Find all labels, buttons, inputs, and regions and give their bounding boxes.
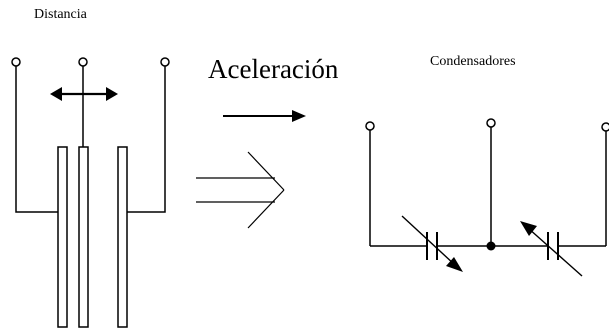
right-terminal-icon	[160, 57, 170, 67]
variable-capacitor-2-arrow-icon	[520, 221, 583, 277]
center-terminal-icon	[78, 57, 88, 67]
distance-arrow-icon	[50, 87, 118, 101]
left-terminal-icon	[11, 57, 21, 67]
variable-capacitor-1-arrow-icon	[401, 215, 463, 272]
capacitors-label: Condensadores	[430, 54, 516, 69]
equivalence-arrow-icon	[196, 151, 285, 229]
right-lead-wire	[127, 66, 166, 213]
circuit-center-terminal-icon	[486, 118, 496, 128]
fixed-plate-right	[117, 146, 128, 328]
acceleration-label: Aceleración	[208, 54, 339, 84]
distance-label: Distancia	[34, 7, 87, 22]
circuit-right-terminal-icon	[601, 122, 609, 132]
junction-dot-icon	[486, 241, 496, 251]
left-lead-wire	[15, 66, 58, 213]
moving-plate	[78, 146, 89, 328]
equivalent-circuit	[365, 118, 609, 260]
circuit-left-terminal-icon	[365, 121, 375, 131]
acceleration-arrow-icon	[223, 110, 306, 122]
sensor-structure	[11, 57, 170, 328]
fixed-plate-left	[57, 146, 68, 328]
